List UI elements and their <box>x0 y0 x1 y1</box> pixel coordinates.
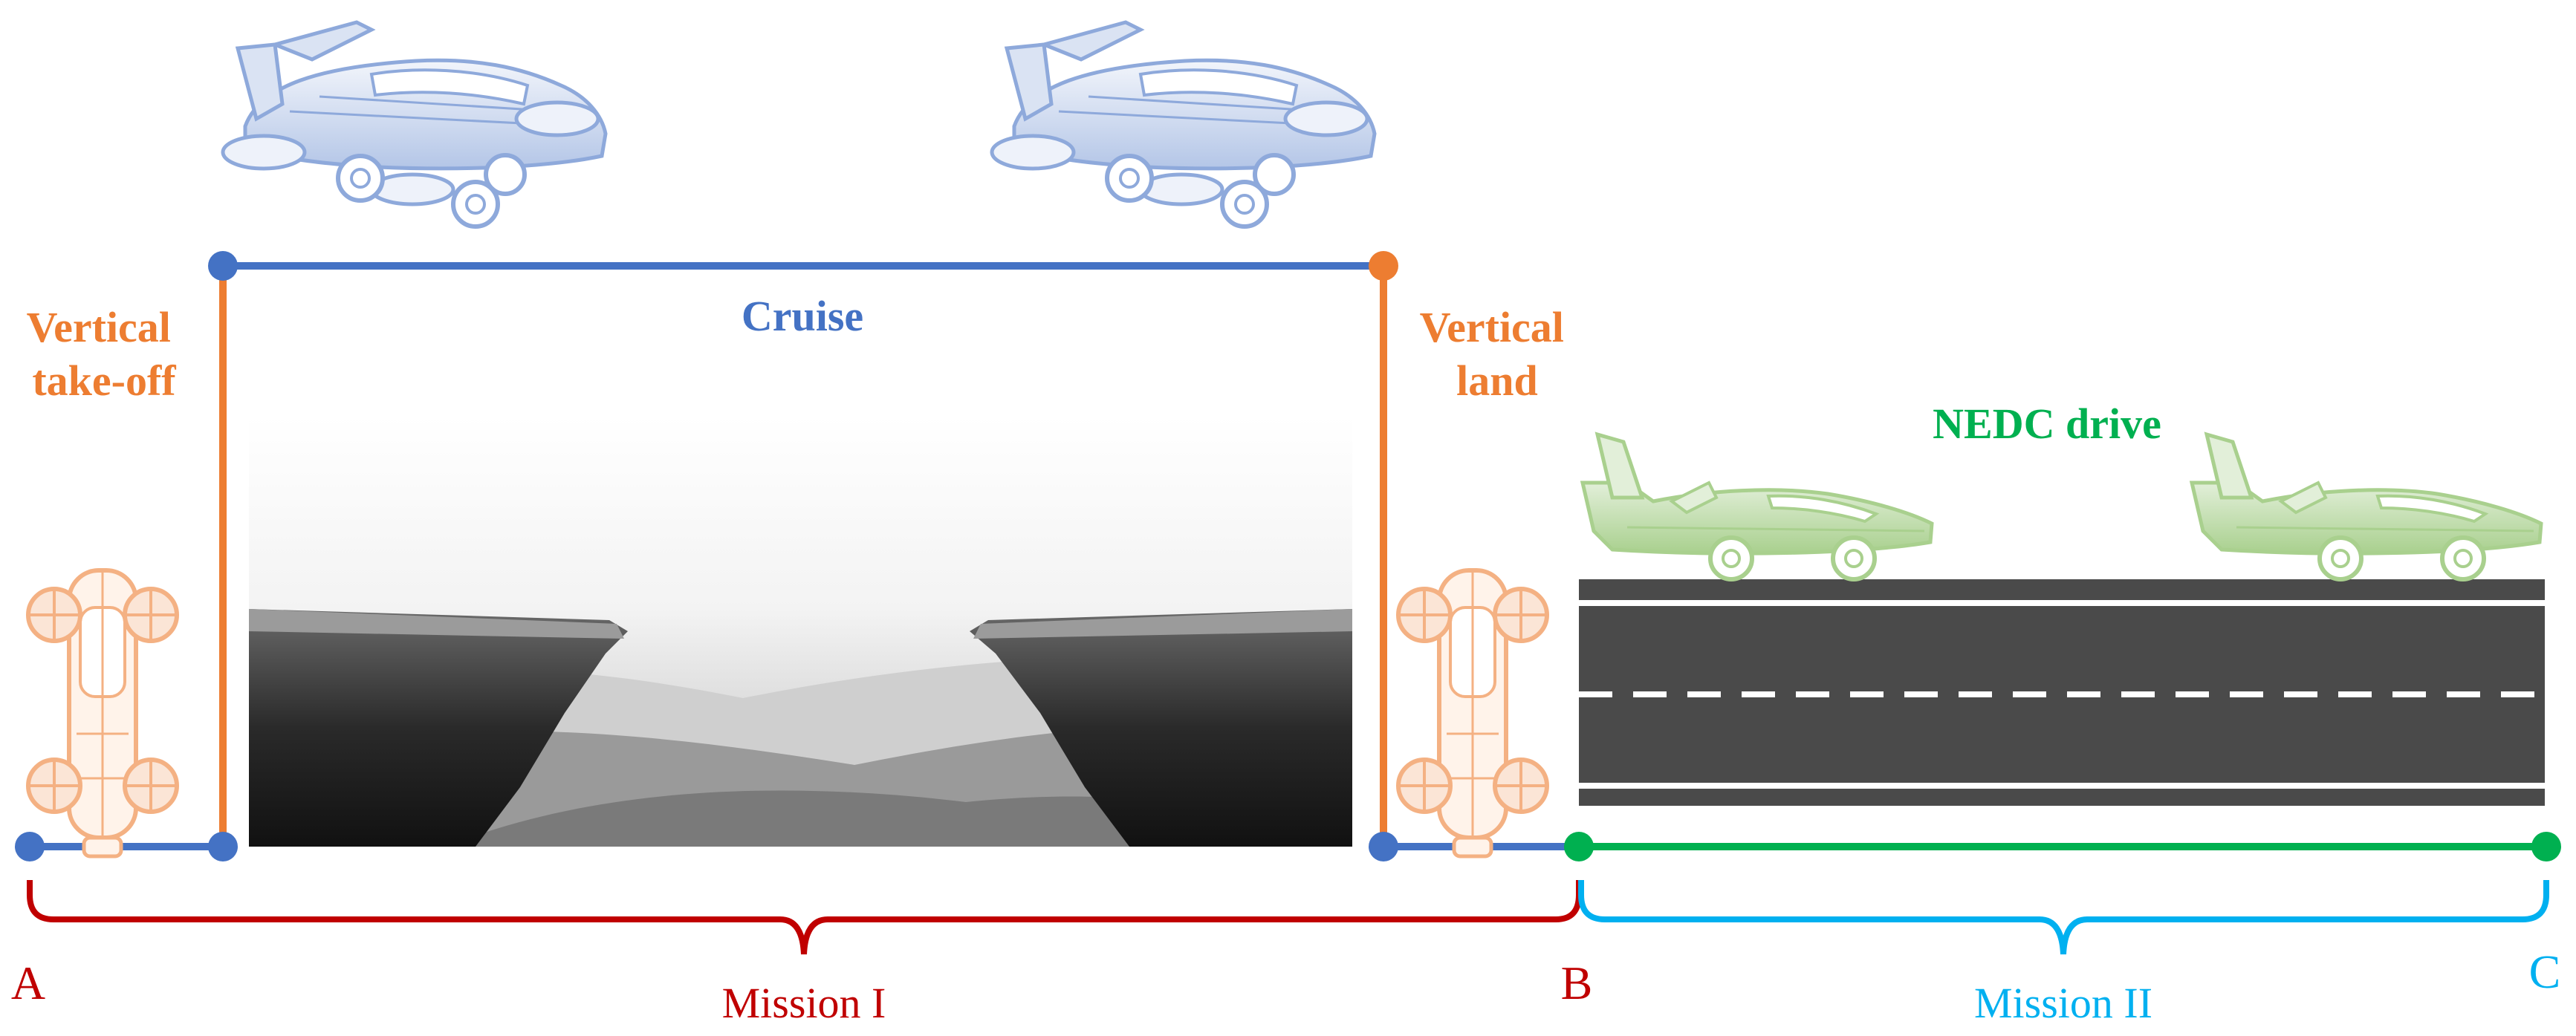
flying-car-top-view-icon <box>28 570 177 856</box>
point-b-node <box>1564 832 1594 861</box>
point-c-node <box>2531 832 2561 861</box>
point-c-label: C <box>2529 945 2561 998</box>
point-a-label: A <box>11 957 45 1009</box>
cruise-label: Cruise <box>742 292 863 340</box>
cliff-landscape-image <box>249 416 1352 847</box>
flying-car-cruise-icon <box>223 22 606 227</box>
flying-car-driving-icon <box>1583 434 1932 579</box>
cruise-start-node <box>208 251 238 281</box>
vertical-land-label: Vertical land <box>1420 303 1575 405</box>
road-image <box>1579 579 2545 806</box>
takeoff-node <box>208 832 238 861</box>
mission-2-label: Mission II <box>1974 979 2152 1027</box>
nedc-drive-label: NEDC drive <box>1933 400 2161 448</box>
flying-car-driving-icon <box>2192 434 2541 579</box>
point-a-node <box>15 832 45 861</box>
vertical-takeoff-label: Vertical take-off <box>27 303 182 405</box>
mission-1-label: Mission I <box>722 979 886 1027</box>
flying-car-cruise-icon <box>992 22 1375 227</box>
point-b-label: B <box>1561 957 1593 1009</box>
landing-node <box>1369 832 1398 861</box>
flying-car-top-view-icon <box>1398 570 1547 856</box>
mission-2-brace <box>1578 880 2549 955</box>
cruise-end-node <box>1369 251 1398 281</box>
mission-1-brace <box>27 880 1582 955</box>
